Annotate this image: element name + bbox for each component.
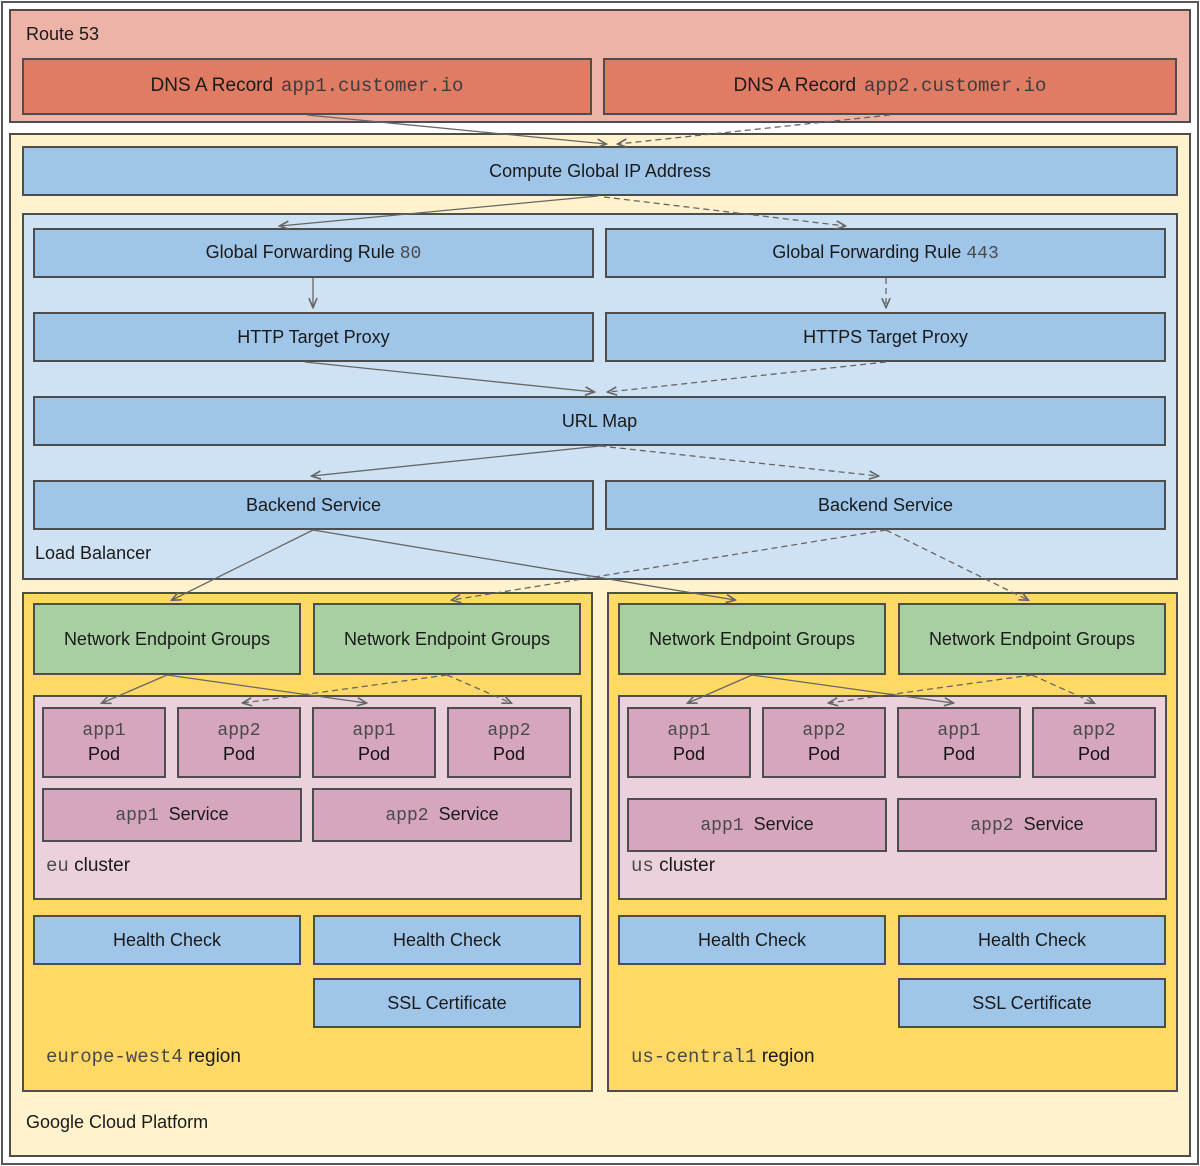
health-check-us-1: Health Check bbox=[618, 915, 886, 965]
gcp-label: Google Cloud Platform bbox=[26, 1112, 209, 1132]
load-balancer-label: Load Balancer bbox=[35, 543, 152, 563]
http-target-proxy: HTTP Target Proxy bbox=[33, 312, 594, 362]
route53-label: Route 53 bbox=[26, 24, 100, 44]
global-forwarding-rule-80: Global Forwarding Rule 80 bbox=[33, 228, 594, 278]
backend-service-1: Backend Service bbox=[33, 480, 594, 530]
compute-global-ip: Compute Global IP Address bbox=[22, 146, 1178, 196]
ssl-certificate-us: SSL Certificate bbox=[898, 978, 1166, 1028]
cluster-label: us cluster bbox=[631, 855, 716, 877]
neg-us-2: Network Endpoint Groups bbox=[898, 603, 1166, 675]
region-label: europe-west4 region bbox=[46, 1046, 241, 1068]
health-check-eu-1: Health Check bbox=[33, 915, 301, 965]
neg-eu-2: Network Endpoint Groups bbox=[313, 603, 581, 675]
health-check-us-2: Health Check bbox=[898, 915, 1166, 965]
https-target-proxy: HTTPS Target Proxy bbox=[605, 312, 1166, 362]
health-check-eu-2: Health Check bbox=[313, 915, 581, 965]
cluster-label: eu cluster bbox=[46, 855, 131, 877]
backend-service-2: Backend Service bbox=[605, 480, 1166, 530]
neg-us-1: Network Endpoint Groups bbox=[618, 603, 886, 675]
global-forwarding-rule-443: Global Forwarding Rule 443 bbox=[605, 228, 1166, 278]
region-label: us-central1 region bbox=[631, 1046, 815, 1068]
neg-eu-1: Network Endpoint Groups bbox=[33, 603, 301, 675]
ssl-certificate-eu: SSL Certificate bbox=[313, 978, 581, 1028]
url-map: URL Map bbox=[33, 396, 1166, 446]
